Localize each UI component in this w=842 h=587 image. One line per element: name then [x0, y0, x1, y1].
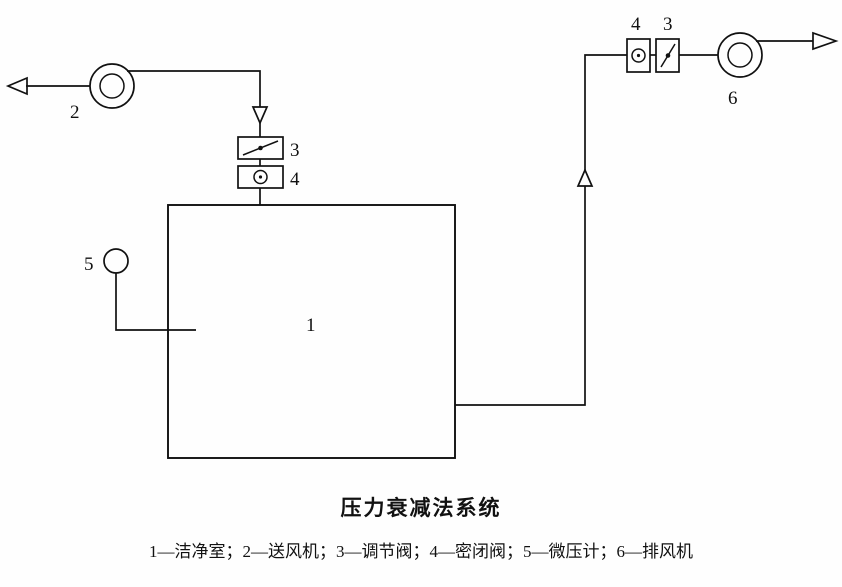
- valve-pivot: [665, 53, 671, 58]
- gauge-tube: [115, 273, 196, 331]
- exhaust-fan: 6: [717, 32, 763, 109]
- valve-pivot: [258, 175, 263, 179]
- label-supply-fan: 2: [70, 102, 80, 123]
- diagram-legend: 1—洁净室；2—送风机；3—调节阀；4—密闭阀；5—微压计；6—排风机: [149, 542, 693, 561]
- fan-impeller-icon: [99, 73, 125, 99]
- label-sealed-valve-right: 4: [631, 14, 641, 35]
- supply-fan: 2: [70, 63, 135, 123]
- fan-casing-icon: [717, 32, 763, 78]
- label-exhaust-fan: 6: [728, 88, 738, 109]
- label-sealed-valve-left: 4: [290, 169, 300, 190]
- label-micro-manometer: 5: [84, 254, 94, 275]
- inlet-arrow-icon: [5, 76, 28, 96]
- cleanroom: 1: [167, 204, 456, 459]
- valve-disc: [253, 169, 268, 185]
- sealed-valve-right: 4: [626, 14, 651, 73]
- flow-arrow-down-icon: [251, 106, 269, 126]
- label-regulating-valve-left: 3: [290, 140, 300, 161]
- fan-impeller-icon: [727, 42, 753, 68]
- supply-duct: [127, 70, 261, 137]
- outlet-arrow-icon: [812, 31, 839, 51]
- label-cleanroom: 1: [306, 315, 316, 336]
- fan-casing-icon: [89, 63, 135, 109]
- air-outlet: [756, 31, 839, 51]
- valve-pivot: [258, 145, 263, 151]
- system-diagram: 2 3 4 1 5: [5, 14, 839, 459]
- gauge-icon: [103, 248, 129, 274]
- micro-manometer: 5: [84, 248, 196, 331]
- exhaust-duct: [455, 54, 627, 406]
- air-inlet: [5, 76, 90, 96]
- label-regulating-valve-right: 3: [663, 14, 673, 35]
- sealed-valve-left: 4: [237, 165, 300, 190]
- regulating-valve-right: 3: [655, 14, 680, 73]
- diagram-title: 压力衰减法系统: [340, 496, 502, 520]
- regulating-valve-left: 3: [237, 136, 300, 161]
- valve-disc: [631, 48, 646, 63]
- valve-pivot: [636, 53, 641, 58]
- cleanroom-box: [167, 204, 456, 459]
- flow-arrow-up-icon: [576, 167, 594, 187]
